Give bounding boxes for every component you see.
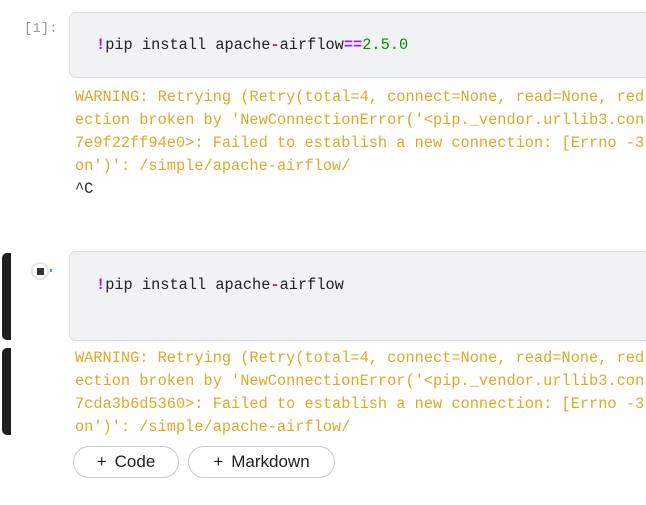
output-line: WARNING: Retrying (Retry(total=4, connec… [75,88,645,106]
stop-execution-button[interactable] [31,262,52,280]
spinner-icon [50,269,52,272]
bang: ! [96,276,106,294]
output-line: 7cda3b6d5360>: Failed to establish a new… [75,395,645,413]
version-number: 2.5.0 [362,36,409,54]
cell-output-2: WARNING: Retrying (Retry(total=4, connec… [75,347,646,439]
output-line: on')': /simple/apache-airflow/ [75,418,351,436]
code-text: pip install apache [105,276,271,294]
bang: ! [96,36,106,54]
execution-count: [1]: [24,21,58,37]
add-code-cell-button[interactable]: + Code [73,446,179,478]
output-line: ection broken by 'NewConnectionError('<p… [75,372,645,390]
active-output-indicator [2,348,11,435]
code-input-2[interactable]: !pip install apache-airflow [69,251,646,341]
code-text: pip install apache [105,36,271,54]
output-line: ection broken by 'NewConnectionError('<p… [75,111,645,129]
operator: - [270,276,280,294]
code-text: airflow [279,36,344,54]
plus-icon: + [213,452,224,471]
operator: == [343,36,363,54]
cell-output-1: WARNING: Retrying (Retry(total=4, connec… [75,86,646,201]
button-label: Markdown [231,452,310,471]
button-label: Code [114,452,156,471]
code-text: airflow [279,276,344,294]
output-line: 7e9f22ff94e0>: Failed to establish a new… [75,134,645,152]
code-input-1[interactable]: !pip install apache-airflow==2.5.0 [69,12,646,78]
add-markdown-cell-button[interactable]: + Markdown [188,446,335,478]
stop-icon [37,268,44,275]
output-line: WARNING: Retrying (Retry(total=4, connec… [75,349,645,367]
active-cell-indicator [2,253,11,340]
plus-icon: + [96,452,107,471]
output-line: on')': /simple/apache-airflow/ [75,157,351,175]
interrupt-text: ^C [75,180,94,198]
operator: - [270,36,280,54]
